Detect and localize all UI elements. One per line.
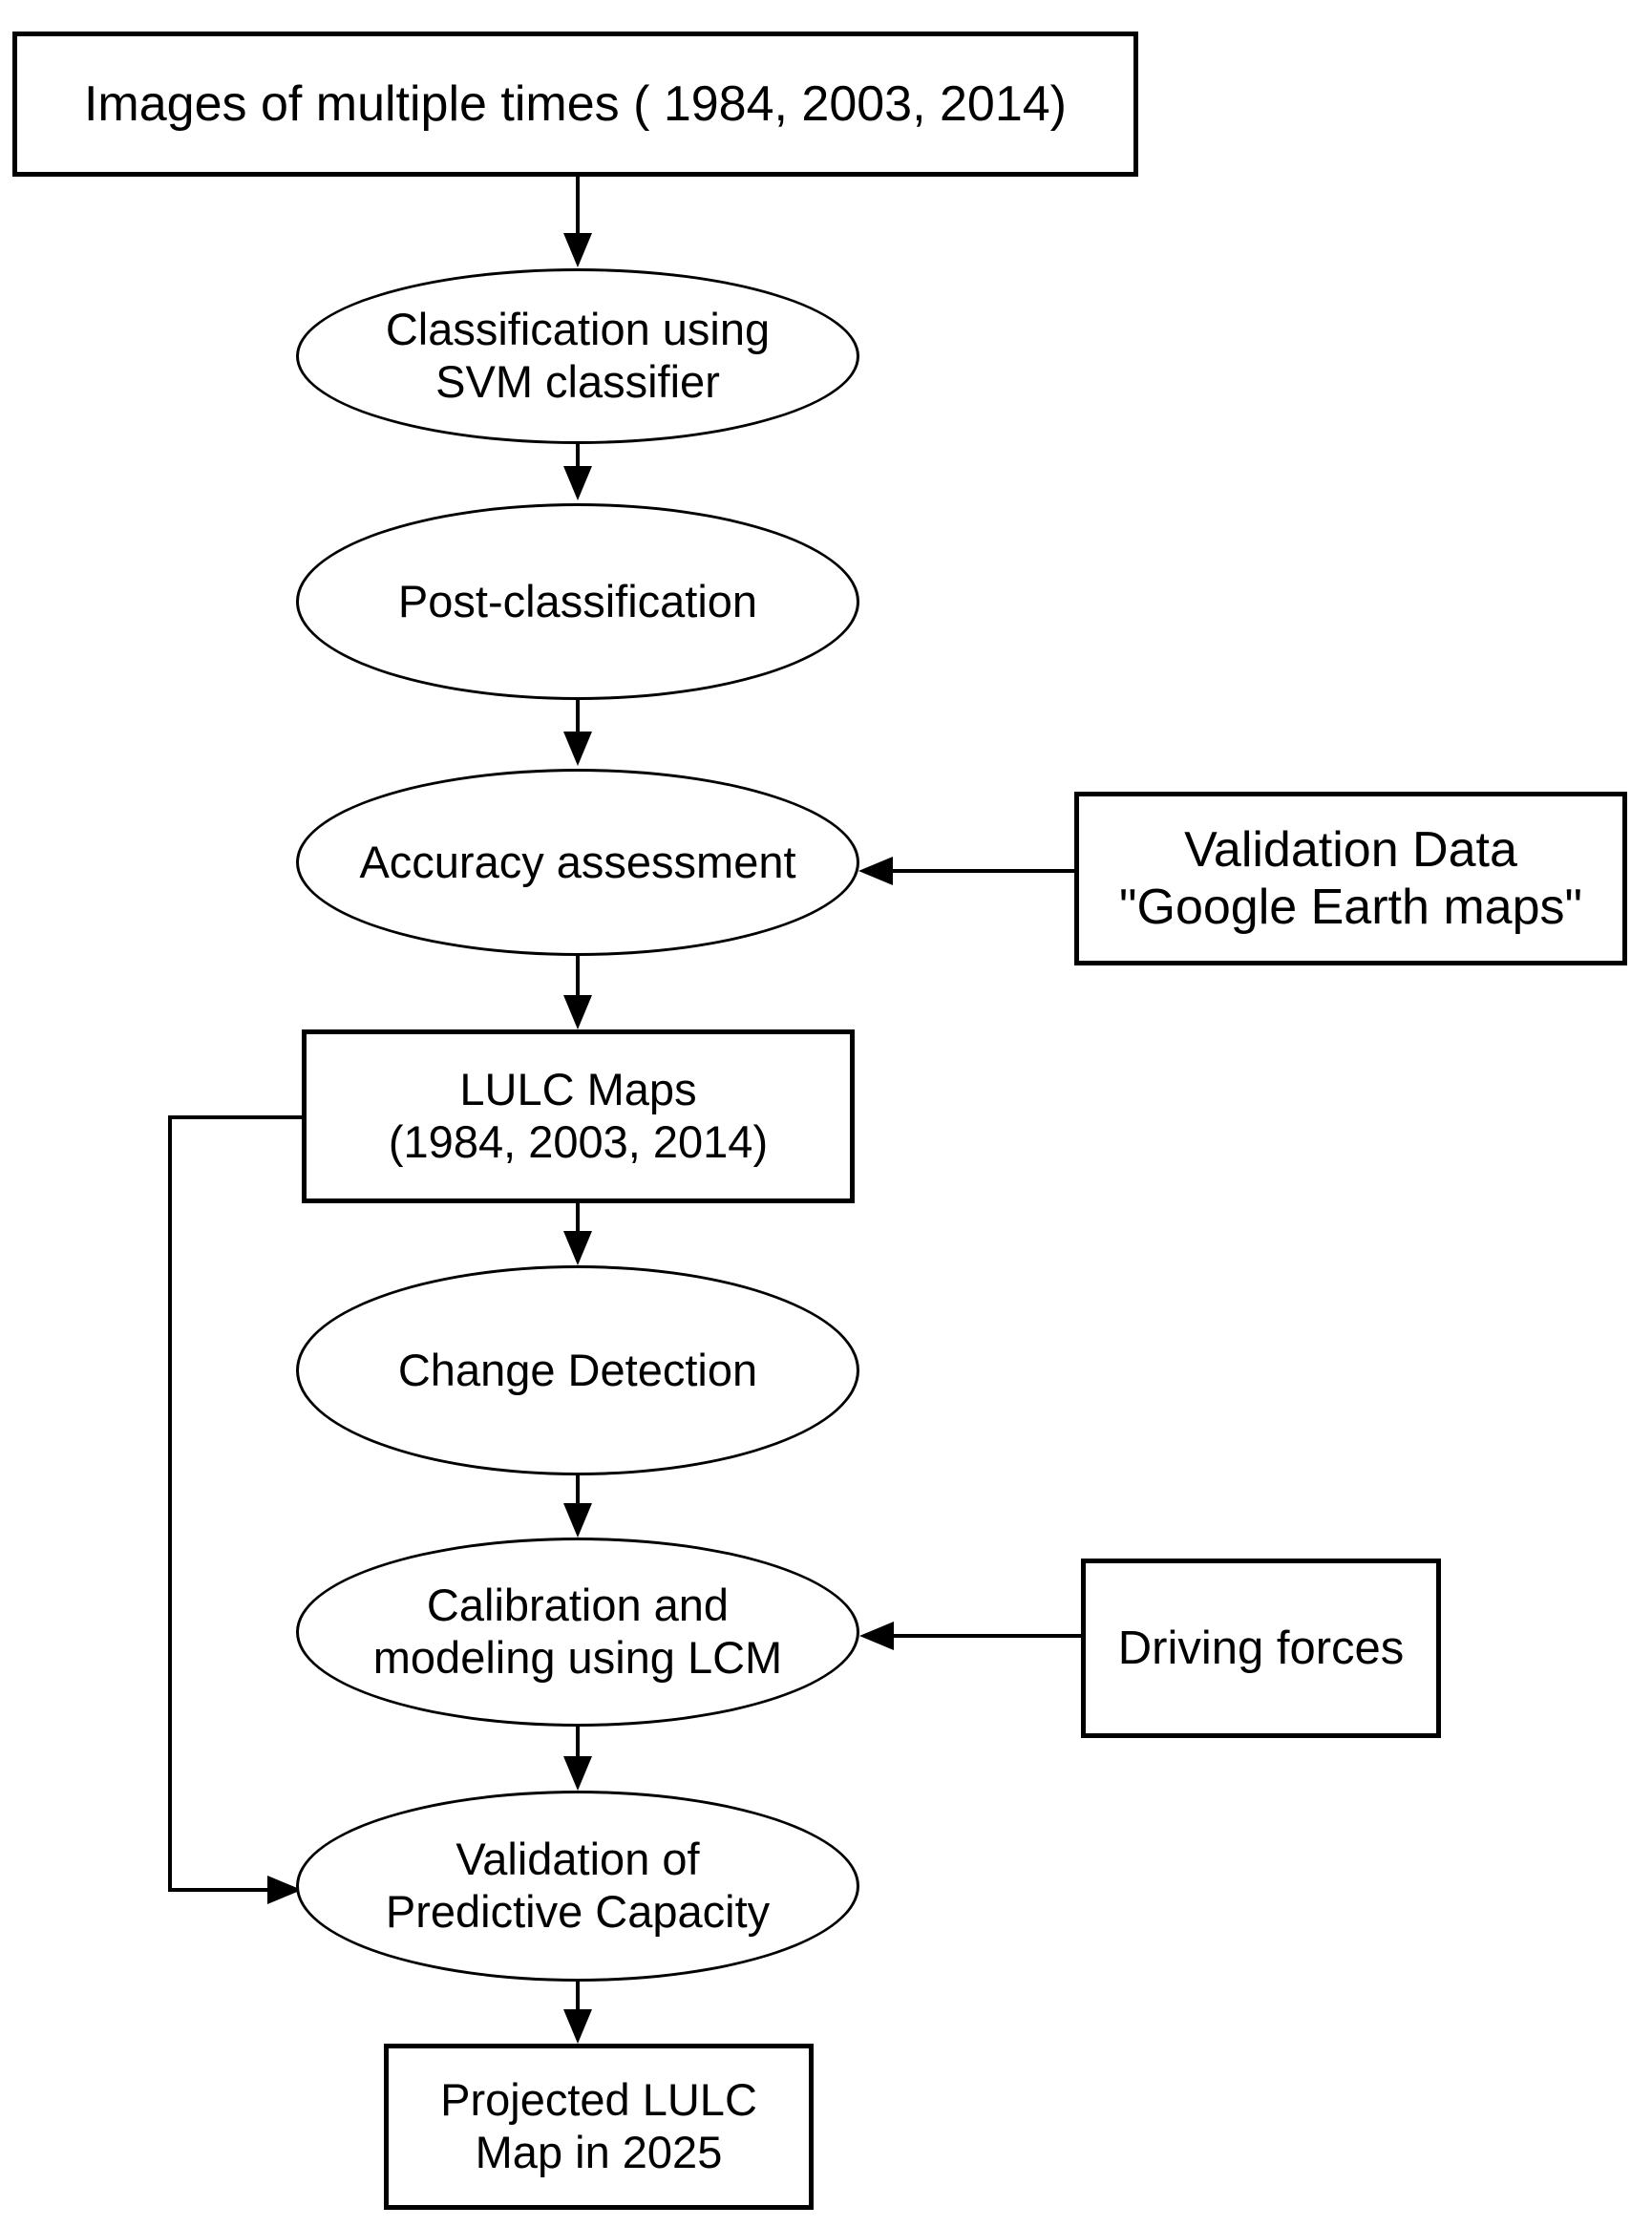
node-label-line: (1984, 2003, 2014) [388,1116,769,1167]
node-label-line: modeling using LCM [372,1632,783,1683]
node-lulc-maps: LULC Maps (1984, 2003, 2014) [302,1029,855,1203]
node-label-line: Predictive Capacity [385,1886,771,1937]
node-label-line: Validation Data [1184,821,1517,878]
arrow-classification-to-postclassification [563,442,592,500]
arrow-accuracy-to-lulc-maps [563,954,592,1029]
connector-lulc-maps-to-validation-capacity [168,1115,302,1904]
connector-driving-forces-to-calibration [859,1622,1083,1650]
node-validation-data: Validation Data "Google Earth maps" [1074,792,1627,965]
arrow-images-to-classification [563,177,592,267]
node-change-detection: Change Detection [296,1265,859,1475]
node-post-classification: Post-classification [296,503,859,700]
node-validation-predictive-capacity: Validation of Predictive Capacity [296,1791,859,1982]
node-label-line: Images of multiple times ( 1984, 2003, 2… [83,75,1067,132]
node-label-line: Map in 2025 [475,2127,723,2177]
arrow-validation-capacity-to-projected [563,1980,592,2044]
node-label-line: SVM classifier [435,356,720,407]
node-driving-forces: Driving forces [1081,1559,1441,1738]
node-label-line: "Google Earth maps" [1119,880,1582,935]
node-label-line: LULC Maps [459,1064,697,1115]
node-label-line: Projected LULC [440,2074,757,2126]
node-label-line: Validation of [455,1834,700,1885]
node-accuracy-assessment: Accuracy assessment [296,769,859,956]
node-label-line: Driving forces [1117,1622,1405,1674]
node-label-line: Change Detection [397,1344,758,1395]
node-projected-lulc-map: Projected LULC Map in 2025 [384,2044,814,2210]
connector-validation-data-to-accuracy [858,857,1076,885]
arrow-change-detection-to-calibration [563,1474,592,1538]
node-label-line: Classification using [385,304,771,355]
node-label-line: Calibration and [426,1580,730,1631]
node-label-line: Accuracy assessment [359,836,796,887]
arrow-calibration-to-validation-capacity [563,1725,592,1791]
arrow-lulc-maps-to-change-detection [563,1201,592,1265]
node-images-of-multiple-times: Images of multiple times ( 1984, 2003, 2… [12,32,1138,177]
node-calibration-lcm: Calibration and modeling using LCM [296,1538,859,1727]
arrow-postclassification-to-accuracy [563,698,592,766]
node-label-line: Post-classification [397,575,758,626]
node-svm-classification: Classification using SVM classifier [296,268,859,444]
